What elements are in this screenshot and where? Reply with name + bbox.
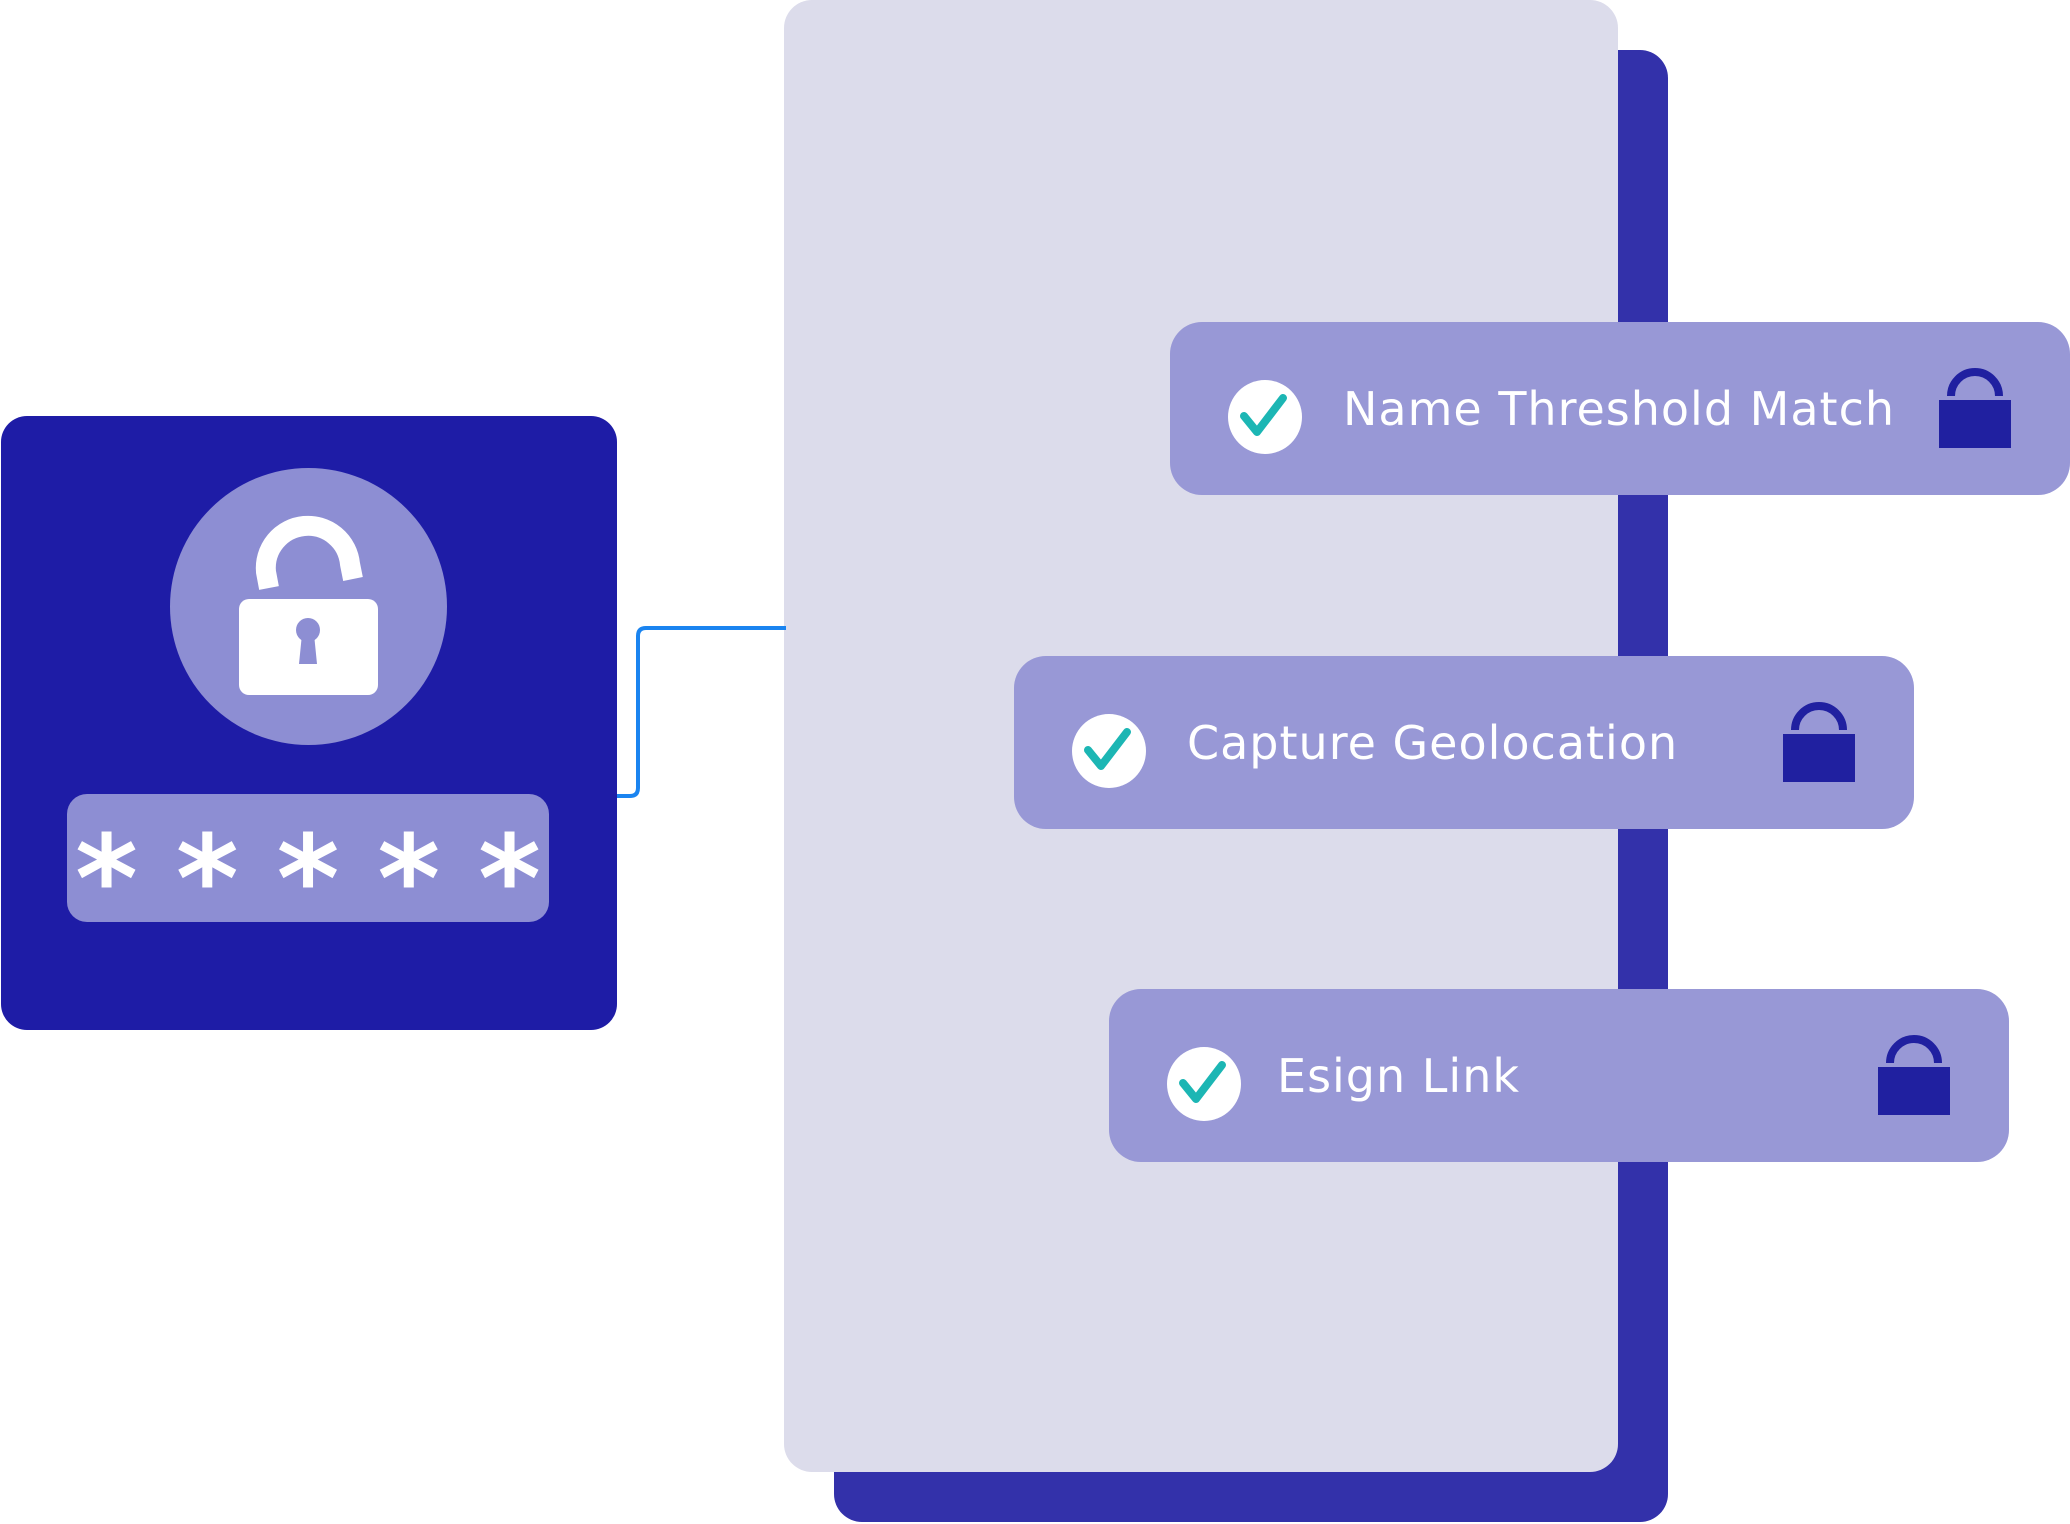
feature-capture-geolocation: Capture Geolocation: [1014, 656, 1914, 829]
check-circle-icon: [1072, 714, 1146, 788]
unlocked-padlock-icon: [239, 515, 378, 695]
padlock-icon: [1878, 1035, 1950, 1115]
feature-esign-link: Esign Link: [1109, 989, 2009, 1162]
lock-badge: [170, 468, 447, 745]
feature-label: Name Threshold Match: [1343, 381, 1896, 436]
connector-line: [616, 626, 786, 798]
check-circle-icon: [1167, 1047, 1241, 1121]
feature-label: Capture Geolocation: [1187, 715, 1679, 770]
password-field[interactable]: *****: [67, 794, 549, 941]
feature-label: Esign Link: [1277, 1048, 1520, 1103]
padlock-icon: [1783, 702, 1855, 782]
password-mask: *****: [75, 811, 579, 950]
padlock-icon: [1939, 368, 2011, 448]
check-circle-icon: [1228, 380, 1302, 454]
feature-name-threshold-match: Name Threshold Match: [1170, 322, 2070, 495]
